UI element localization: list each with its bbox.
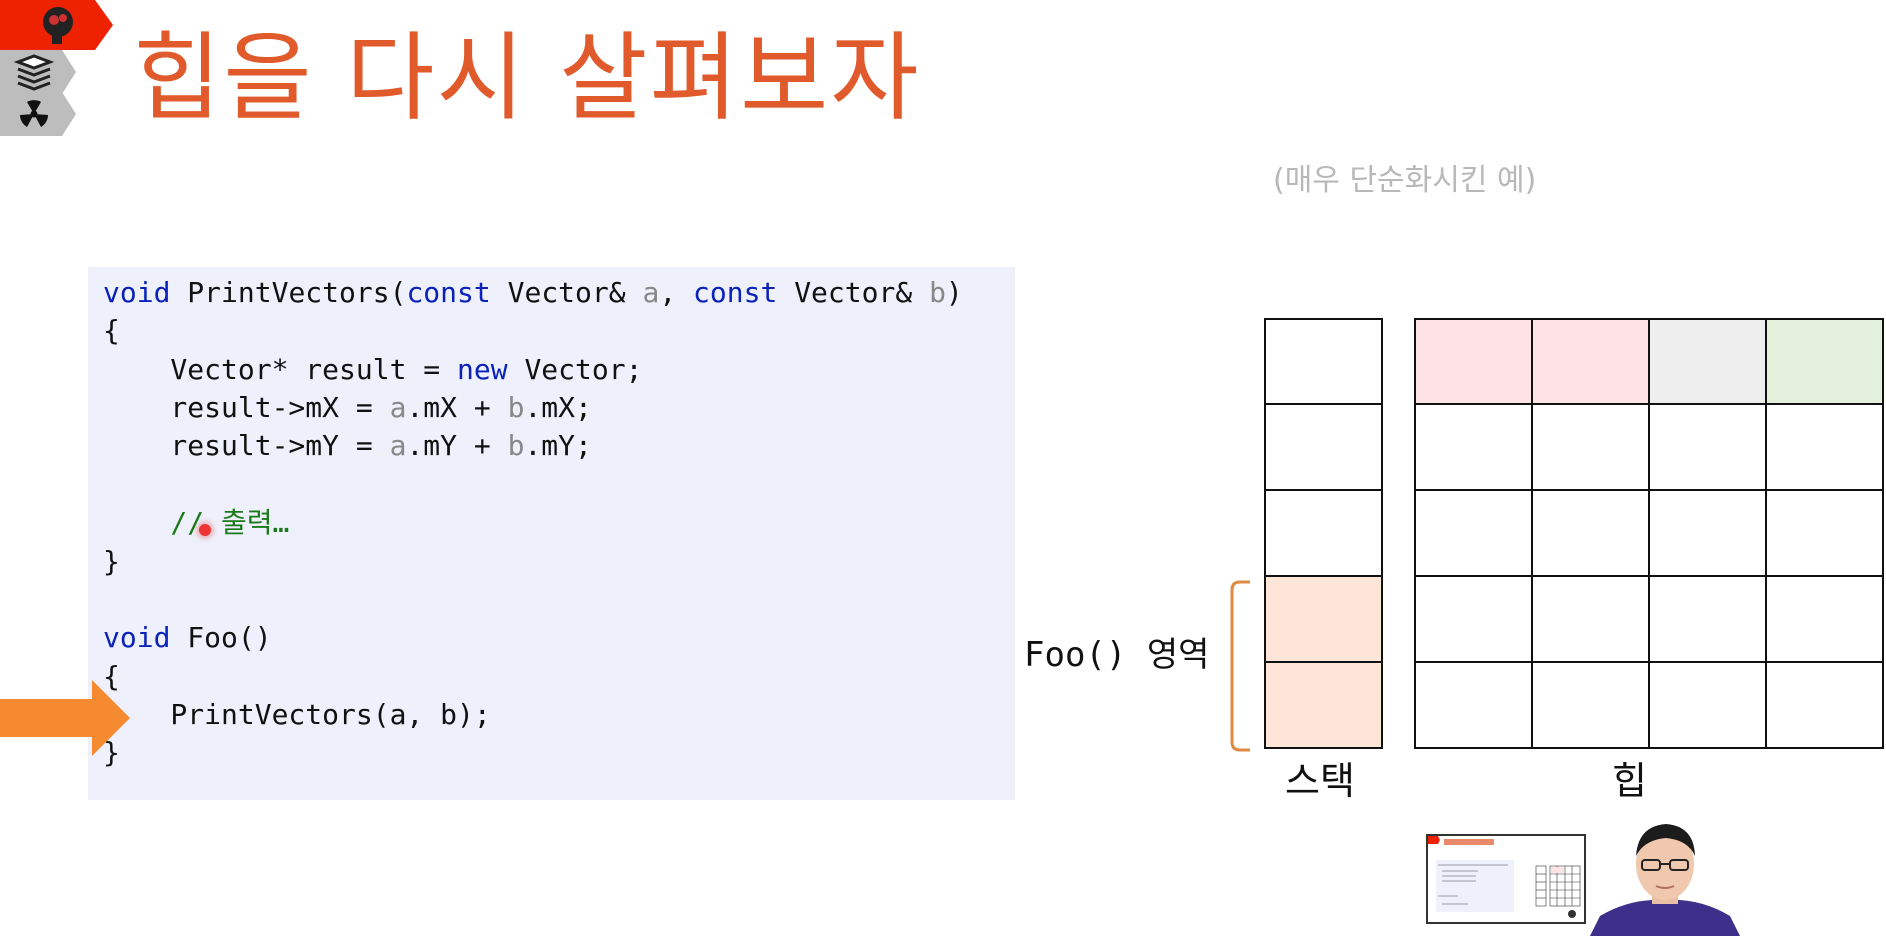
heap-cell [1531,318,1650,405]
code-line-8: } [103,545,120,578]
code-line-11: { [103,660,120,693]
heap-cell [1765,318,1884,405]
presenter-avatar [1590,824,1740,936]
side-tab-radiation[interactable] [0,92,80,136]
heap-cell [1414,661,1533,749]
stack-cell [1264,318,1383,405]
heap-cell [1531,575,1650,663]
heap-cell [1648,575,1767,663]
radiation-icon [20,100,48,127]
heap-cell [1531,661,1650,749]
code-line-4: result->mX = a.mX + b.mX; [103,391,592,424]
books-icon [13,54,55,91]
heap-label: 힙 [1612,759,1647,803]
execution-arrow-icon [0,680,130,756]
stack-cell [1264,489,1383,577]
heap-cell [1648,318,1767,405]
code-line-call: PrintVectors(a, b); [103,698,491,731]
heap-cell [1765,489,1884,577]
stack-cell [1264,403,1383,491]
heap-cell [1765,575,1884,663]
heap-cell [1765,661,1884,749]
heap-cell [1648,661,1767,749]
side-tab-brain[interactable] [0,0,115,50]
heap-cell [1414,575,1533,663]
heap-cell [1648,489,1767,577]
foo-region-bracket [1230,580,1250,752]
code-line-10: void Foo() [103,621,272,654]
heap-cell [1648,403,1767,491]
stack-cell-foo [1264,661,1383,749]
simplified-example-note: (매우 단순화시킨 예) [1273,163,1537,198]
heap-cell [1531,489,1650,577]
slide-thumbnail [1426,834,1586,924]
laser-pointer [199,524,211,536]
heap-cell [1414,403,1533,491]
code-line-2: { [103,314,120,347]
code-comment-output: // 출력… [103,506,290,539]
code-line-5: result->mY = a.mY + b.mY; [103,429,592,462]
heap-cell [1414,318,1533,405]
stack-label: 스택 [1285,759,1355,803]
code-panel: void PrintVectors(const Vector& a, const… [88,267,1015,800]
code-line-13: } [103,736,120,769]
brain-icon [43,7,73,44]
heap-cell [1414,489,1533,577]
side-tab-books[interactable] [0,50,80,94]
foo-region-label: Foo() 영역 [1024,635,1210,675]
code-line-3: Vector* result = new Vector; [103,353,643,386]
slide-title: 힙을 다시 살펴보자 [133,22,921,134]
code-line-1: void PrintVectors(const Vector& a, const… [103,276,963,309]
heap-cell [1765,403,1884,491]
heap-cell [1531,403,1650,491]
stack-cell-foo [1264,575,1383,663]
